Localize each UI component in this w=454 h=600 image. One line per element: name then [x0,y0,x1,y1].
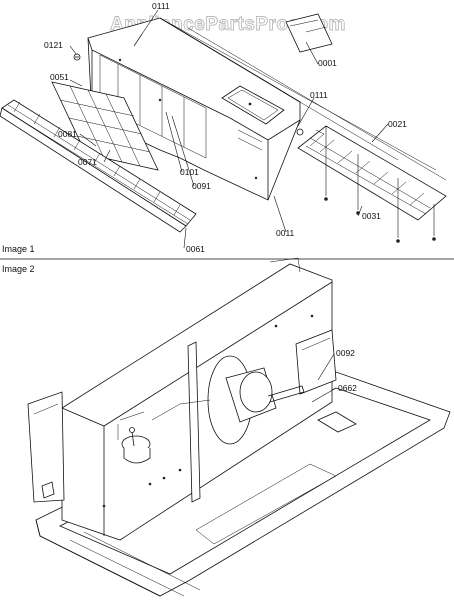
callout-0662: 0662 [338,383,357,393]
callout-0011: 0011 [276,228,295,238]
bracket-0092 [295,329,337,395]
filter-0051 [51,81,159,171]
callout-0071: 0071 [78,157,97,167]
base-pan [35,371,451,597]
switch-component [117,411,151,464]
image-1-callouts: 0111 0001 0121 0051 0111 0021 0081 0071 … [44,1,407,254]
part-0001-cover [285,13,333,53]
image-2-callouts: 0092 0662 [336,348,357,393]
callout-0021: 0021 [388,119,407,129]
callout-0001: 0001 [318,58,337,68]
callout-0081: 0081 [58,129,77,139]
image-2-caption: Image 2 [2,264,35,274]
screws-0031 [324,126,436,243]
callout-0051: 0051 [50,72,69,82]
callout-0061: 0061 [186,244,205,254]
callout-0101: 0101 [180,167,199,177]
callout-0121: 0121 [44,40,63,50]
callout-0111-top: 0111 [152,1,170,11]
image-1-diagram: 0111 0001 0121 0051 0111 0021 0081 0071 … [0,1,447,254]
screw-0121 [73,53,81,61]
callout-0092: 0092 [336,348,355,358]
discharge-grille-0021 [297,125,447,221]
cabinet [87,17,301,201]
support-post [187,341,201,503]
fan-motor [151,355,305,445]
front-grille-0061 [0,99,197,233]
image-1-caption: Image 1 [2,244,35,254]
callout-0111-right: 0111 [310,90,328,100]
callout-0091: 0091 [192,181,211,191]
image-2-diagram: 0092 0662 [27,257,451,597]
callout-0031: 0031 [362,211,381,221]
